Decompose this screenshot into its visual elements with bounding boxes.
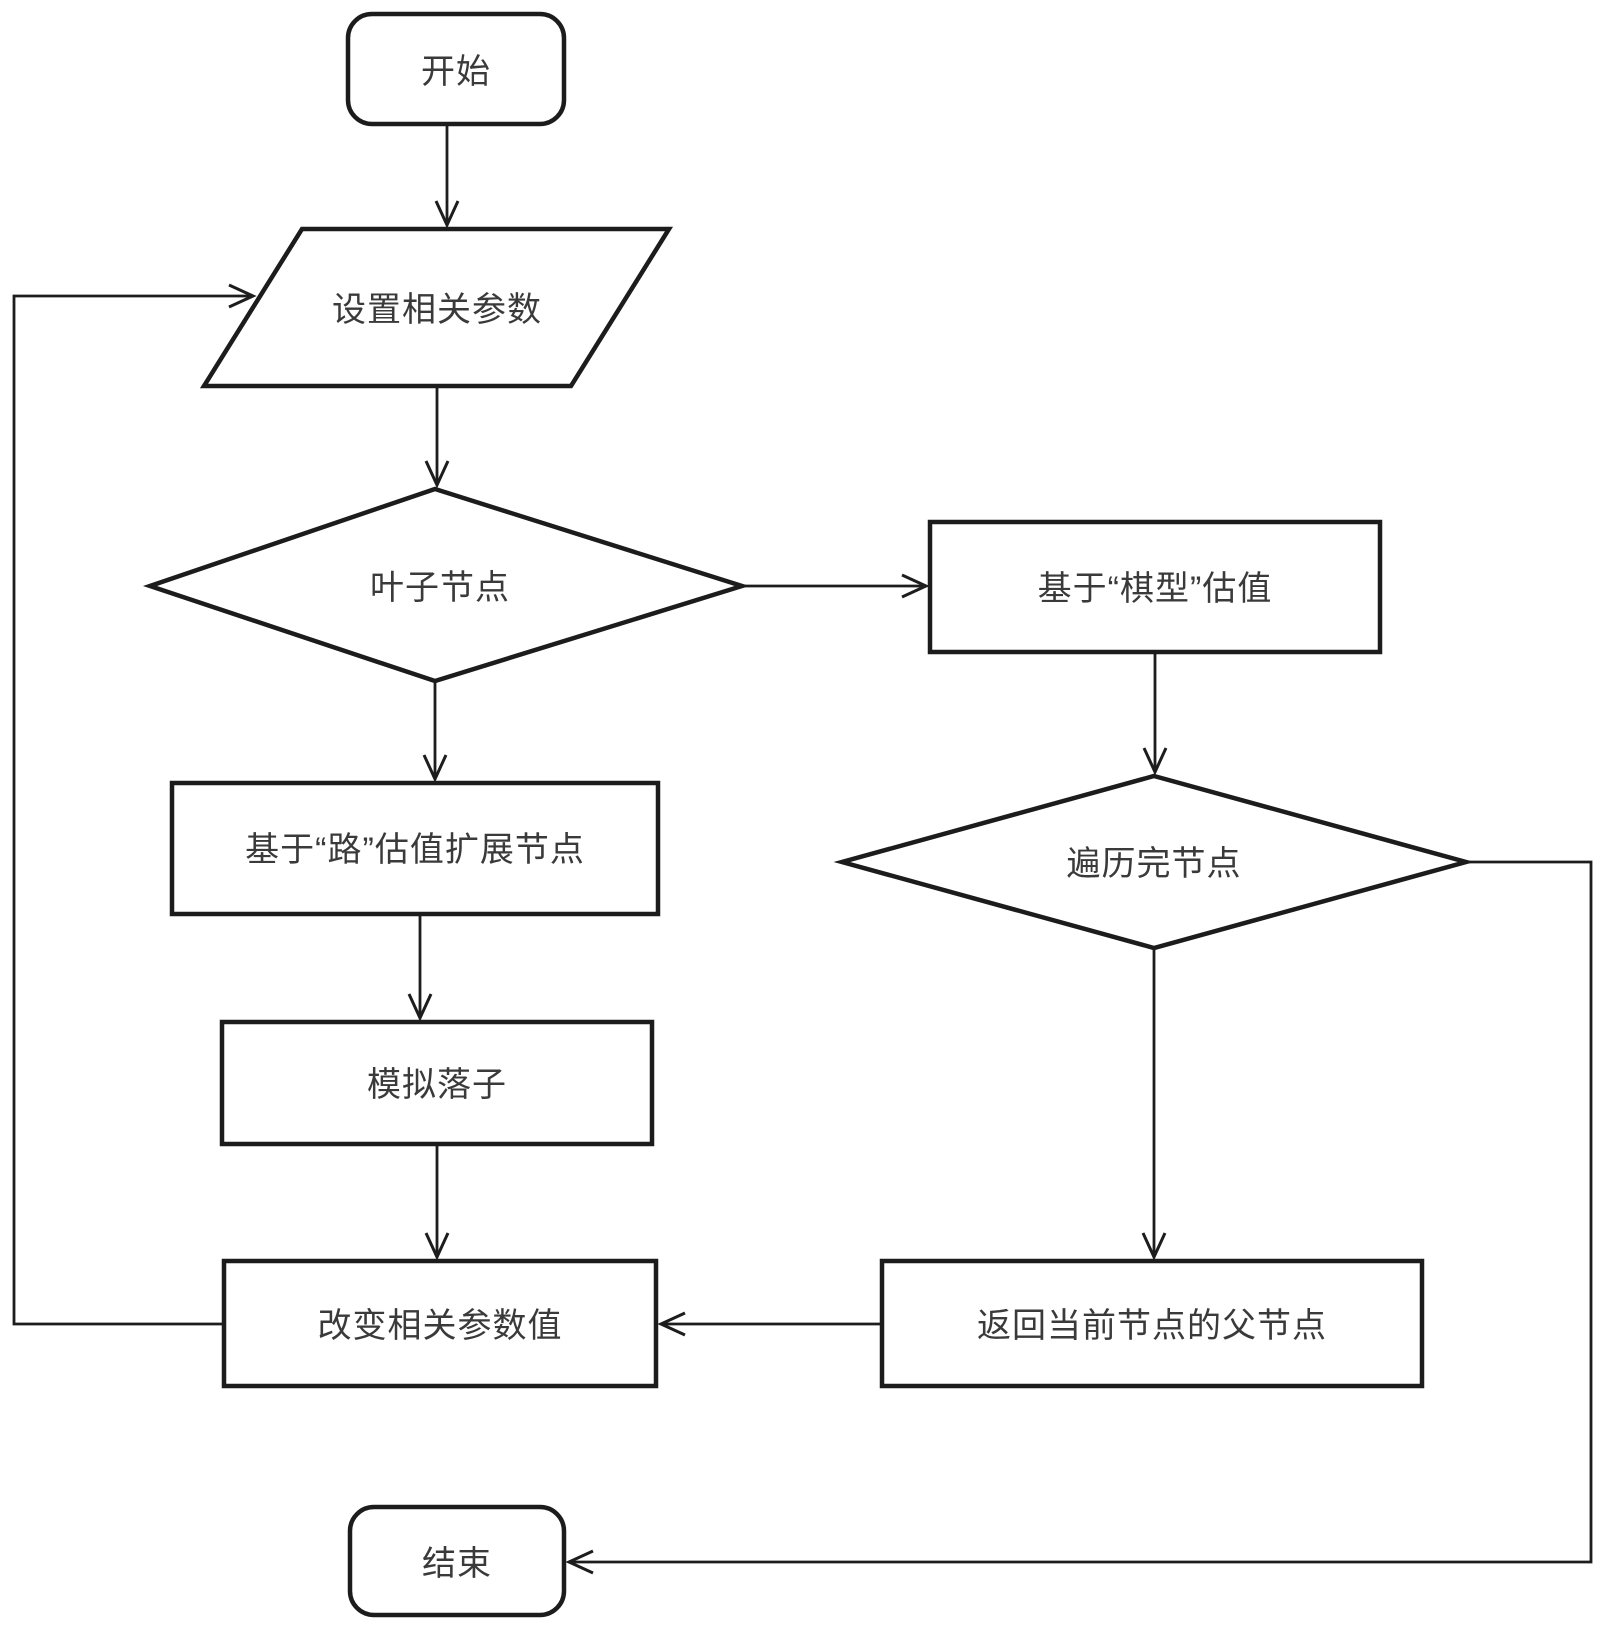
set-params-label: 设置相关参数 [332,291,542,329]
edges [12,126,1593,1575]
node-traverse-done: 遍历完节点 [833,773,1475,951]
leaf-node-shape [142,486,750,684]
node-road-expand: 基于“路”估值扩展节点 [169,780,661,917]
return-parent-shape [879,1258,1425,1389]
end-shape [347,1504,567,1618]
end-label: 结束 [422,1545,492,1583]
node-start: 开始 [345,11,567,127]
simulate-move-label: 模拟落子 [367,1066,507,1104]
change-params-label: 改变相关参数值 [318,1307,563,1345]
node-set-params: 设置相关参数 [199,226,674,389]
node-leaf-node: 叶子节点 [142,486,750,684]
node-pattern-eval: 基于“棋型”估值 [927,519,1383,655]
road-expand-label: 基于“路”估值扩展节点 [245,831,585,869]
edge-traverse-done-to-end-loop [565,860,1593,1575]
change-params-shape [221,1258,659,1389]
traverse-done-shape [833,773,1475,951]
road-expand-shape [169,780,661,917]
node-end: 结束 [347,1504,567,1618]
set-params-shape [199,226,674,389]
return-parent-label: 返回当前节点的父节点 [977,1307,1327,1345]
leaf-node-label: 叶子节点 [370,569,510,607]
pattern-eval-shape [927,519,1383,655]
start-shape [345,11,567,127]
node-simulate-move: 模拟落子 [219,1019,655,1147]
node-change-params: 改变相关参数值 [221,1258,659,1389]
edge-change-params-to-set-params-loop [12,283,257,1326]
simulate-move-shape [219,1019,655,1147]
start-label: 开始 [421,53,491,91]
traverse-done-label: 遍历完节点 [1067,845,1242,883]
node-return-parent: 返回当前节点的父节点 [879,1258,1425,1389]
pattern-eval-label: 基于“棋型”估值 [1038,570,1273,608]
